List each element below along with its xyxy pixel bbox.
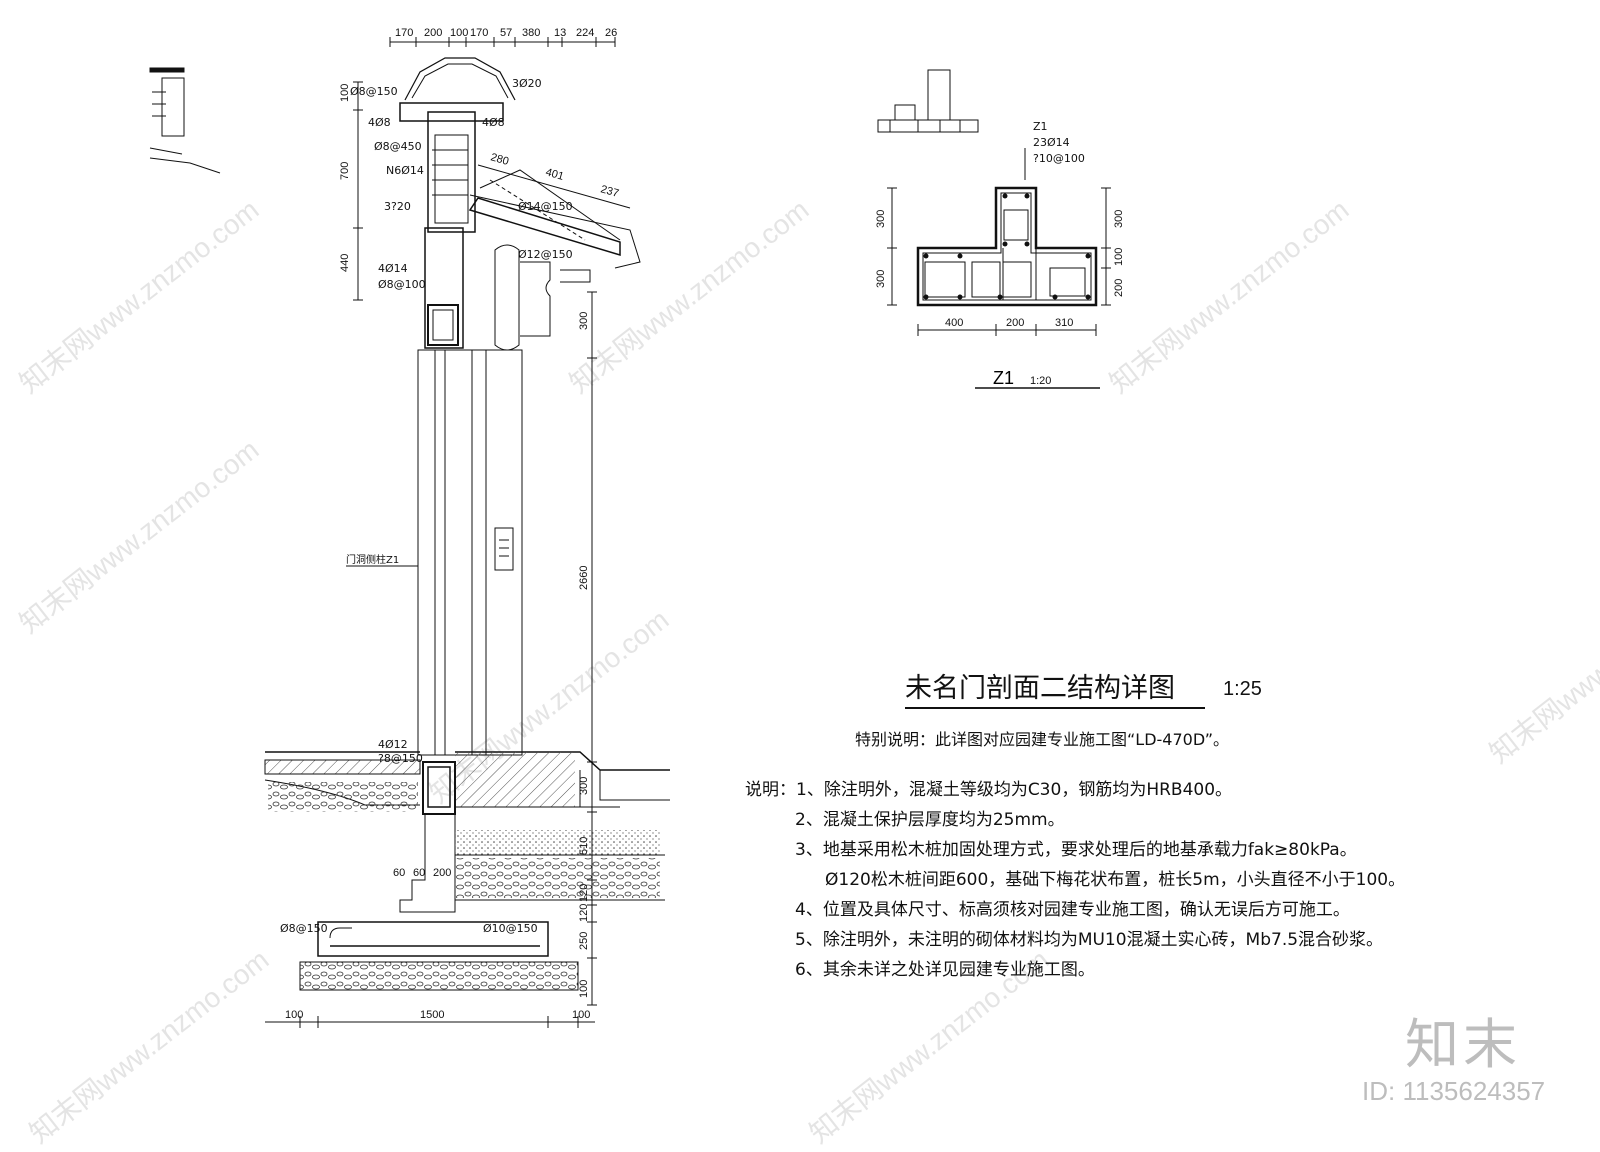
drawing-scale: 1:25 [1223, 678, 1262, 700]
roof-dim-2: 401 [544, 166, 565, 183]
rebar-label: Ø8@150 [350, 85, 398, 98]
left-dim-3: 440 [339, 254, 351, 272]
rebar-label: 3Ø20 [512, 77, 542, 90]
rebar-label: Ø8@100 [378, 278, 426, 291]
right-dim-3: 300 [578, 777, 590, 795]
note-4: 4、位置及具体尺寸、标高须核对园建专业施工图，确认无误后方可施工。 [795, 900, 1350, 920]
right-dim-1: 300 [578, 312, 590, 330]
rebar-label: Ø8@450 [374, 140, 422, 153]
z1-bottom-dim-1: 400 [945, 317, 963, 329]
top-dim-8: 224 [576, 27, 594, 39]
right-dim-2: 2660 [578, 566, 590, 590]
rebar-label: 4Ø8 [368, 116, 391, 129]
z1-bottom-dim-3: 310 [1055, 317, 1073, 329]
right-dim-5: 120 [578, 884, 590, 902]
note-2: 2、混凝土保护层厚度均为25mm。 [795, 810, 1065, 830]
z1-left-dim-2: 300 [875, 270, 887, 288]
note-1: 说明：1、除注明外，混凝土等级均为C30，钢筋均为HRB400。 [745, 780, 1233, 800]
right-dim-8: 100 [578, 980, 590, 998]
rebar-label: 4Ø14 [378, 262, 408, 275]
top-dim-7: 13 [554, 27, 566, 39]
right-dim-4: 510 [578, 837, 590, 855]
column-label: 门洞侧柱Z1 [346, 553, 399, 566]
rebar-label: Ø8@150 [280, 922, 328, 935]
bottom-dim-1: 100 [285, 1009, 303, 1021]
roof-dim-1: 280 [489, 151, 510, 168]
special-note: 特别说明：此详图对应园建专业施工图“LD-470D”。 [855, 730, 1230, 749]
bottom-dim-2: 1500 [420, 1009, 444, 1021]
drawing-title: 未名门剖面二结构详图 [905, 666, 1205, 709]
z1-cross-section [916, 186, 1098, 307]
top-dimension-line [389, 37, 616, 47]
step-dim-3: 200 [433, 867, 451, 879]
z1-rebar-dots [923, 193, 1091, 300]
note-3b: Ø120松木桩间距600，基础下梅花状布置，桩长5m，小头直径不小于100。 [825, 870, 1406, 890]
rebar-label: N6Ø14 [386, 164, 424, 177]
z1-thumbnail [877, 69, 979, 133]
roof-dimension-line [477, 164, 631, 209]
rebar-label: ?8@150 [378, 752, 423, 765]
z1-dimension-lines [887, 148, 1111, 389]
rebar-label: Ø12@150 [518, 248, 573, 261]
left-dim-2: 700 [339, 162, 351, 180]
watermark-id: ID: 1135624357 [1362, 1076, 1546, 1106]
z1-callout-name: Z1 [1033, 120, 1048, 133]
note-6: 6、其余未详之处详见园建专业施工图。 [795, 960, 1095, 980]
key-plan-icon [149, 67, 221, 174]
left-dimension-line [353, 81, 363, 301]
step-dim-1: 60 [393, 867, 405, 879]
top-dim-5: 57 [500, 27, 512, 39]
z1-scale: 1:20 [1030, 375, 1051, 387]
z1-bottom-dim-2: 200 [1006, 317, 1024, 329]
rebar-label: Ø14@150 [518, 200, 573, 213]
bottom-dimension-line [265, 1016, 595, 1028]
z1-right-dim-2: 100 [1113, 248, 1125, 266]
top-dim-2: 200 [424, 27, 442, 39]
rebar-label: 4Ø12 [378, 738, 408, 751]
top-dim-9: 26 [605, 27, 617, 39]
rebar-label: Ø10@150 [483, 922, 538, 935]
z1-right-dim-3: 200 [1113, 279, 1125, 297]
top-dim-6: 380 [522, 27, 540, 39]
z1-callout-stirrup: ?10@100 [1033, 152, 1085, 165]
note-5: 5、除注明外，未注明的砌体材料均为MU10混凝土实心砖，Mb7.5混合砂浆。 [795, 930, 1384, 950]
z1-left-dim-1: 300 [875, 210, 887, 228]
step-dim-2: 60 [413, 867, 425, 879]
right-dim-6: 120 [578, 904, 590, 922]
top-dim-1: 170 [395, 27, 413, 39]
top-dim-4: 170 [470, 27, 488, 39]
roof-dim-3: 237 [599, 183, 620, 200]
watermark-brand: 知末 [1405, 1013, 1521, 1076]
z1-title: Z1 [993, 368, 1014, 388]
top-dim-3: 100 [450, 27, 468, 39]
rebar-label: 4Ø8 [482, 116, 505, 129]
bottom-dim-3: 100 [572, 1009, 590, 1021]
rebar-label: 3?20 [384, 200, 411, 213]
right-dimension-line [587, 291, 597, 1006]
z1-callout-bars: 23Ø14 [1033, 136, 1070, 149]
note-3: 3、地基采用松木桩加固处理方式，要求处理后的地基承载力fak≥80kPa。 [795, 840, 1357, 860]
gate-section [264, 57, 670, 991]
z1-right-dim-1: 300 [1113, 210, 1125, 228]
right-dim-7: 250 [578, 932, 590, 950]
left-dim-1: 100 [339, 84, 351, 102]
